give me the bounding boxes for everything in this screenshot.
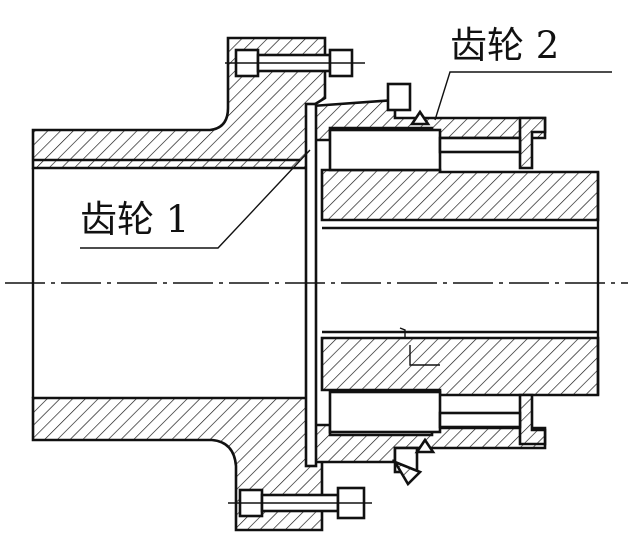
center-spacer-plate <box>304 102 318 468</box>
gear-1-leader-line <box>80 149 311 249</box>
end-cap-lower <box>518 393 547 446</box>
sleeve-tooth-cavity-lower <box>328 390 442 434</box>
end-cap-upper <box>518 116 547 170</box>
flange-bolt-lower <box>228 486 372 520</box>
flange-bolt-upper <box>225 48 365 78</box>
right-shaft-upper-section <box>320 168 600 222</box>
sleeve-tooth-cavity-upper <box>328 128 442 172</box>
gear-2-label: 齿轮 2 <box>450 24 559 67</box>
grease-fitting-lower <box>391 437 436 487</box>
grease-fitting-upper <box>386 82 431 126</box>
retaining-bolt-upper <box>438 136 522 154</box>
shaft-index-mark <box>399 327 440 366</box>
gear-2-leader-line <box>434 71 612 121</box>
right-shaft-lower-section <box>320 336 600 397</box>
gear-1-label: 齿轮 1 <box>80 198 189 241</box>
retaining-bolt-lower <box>438 411 522 429</box>
